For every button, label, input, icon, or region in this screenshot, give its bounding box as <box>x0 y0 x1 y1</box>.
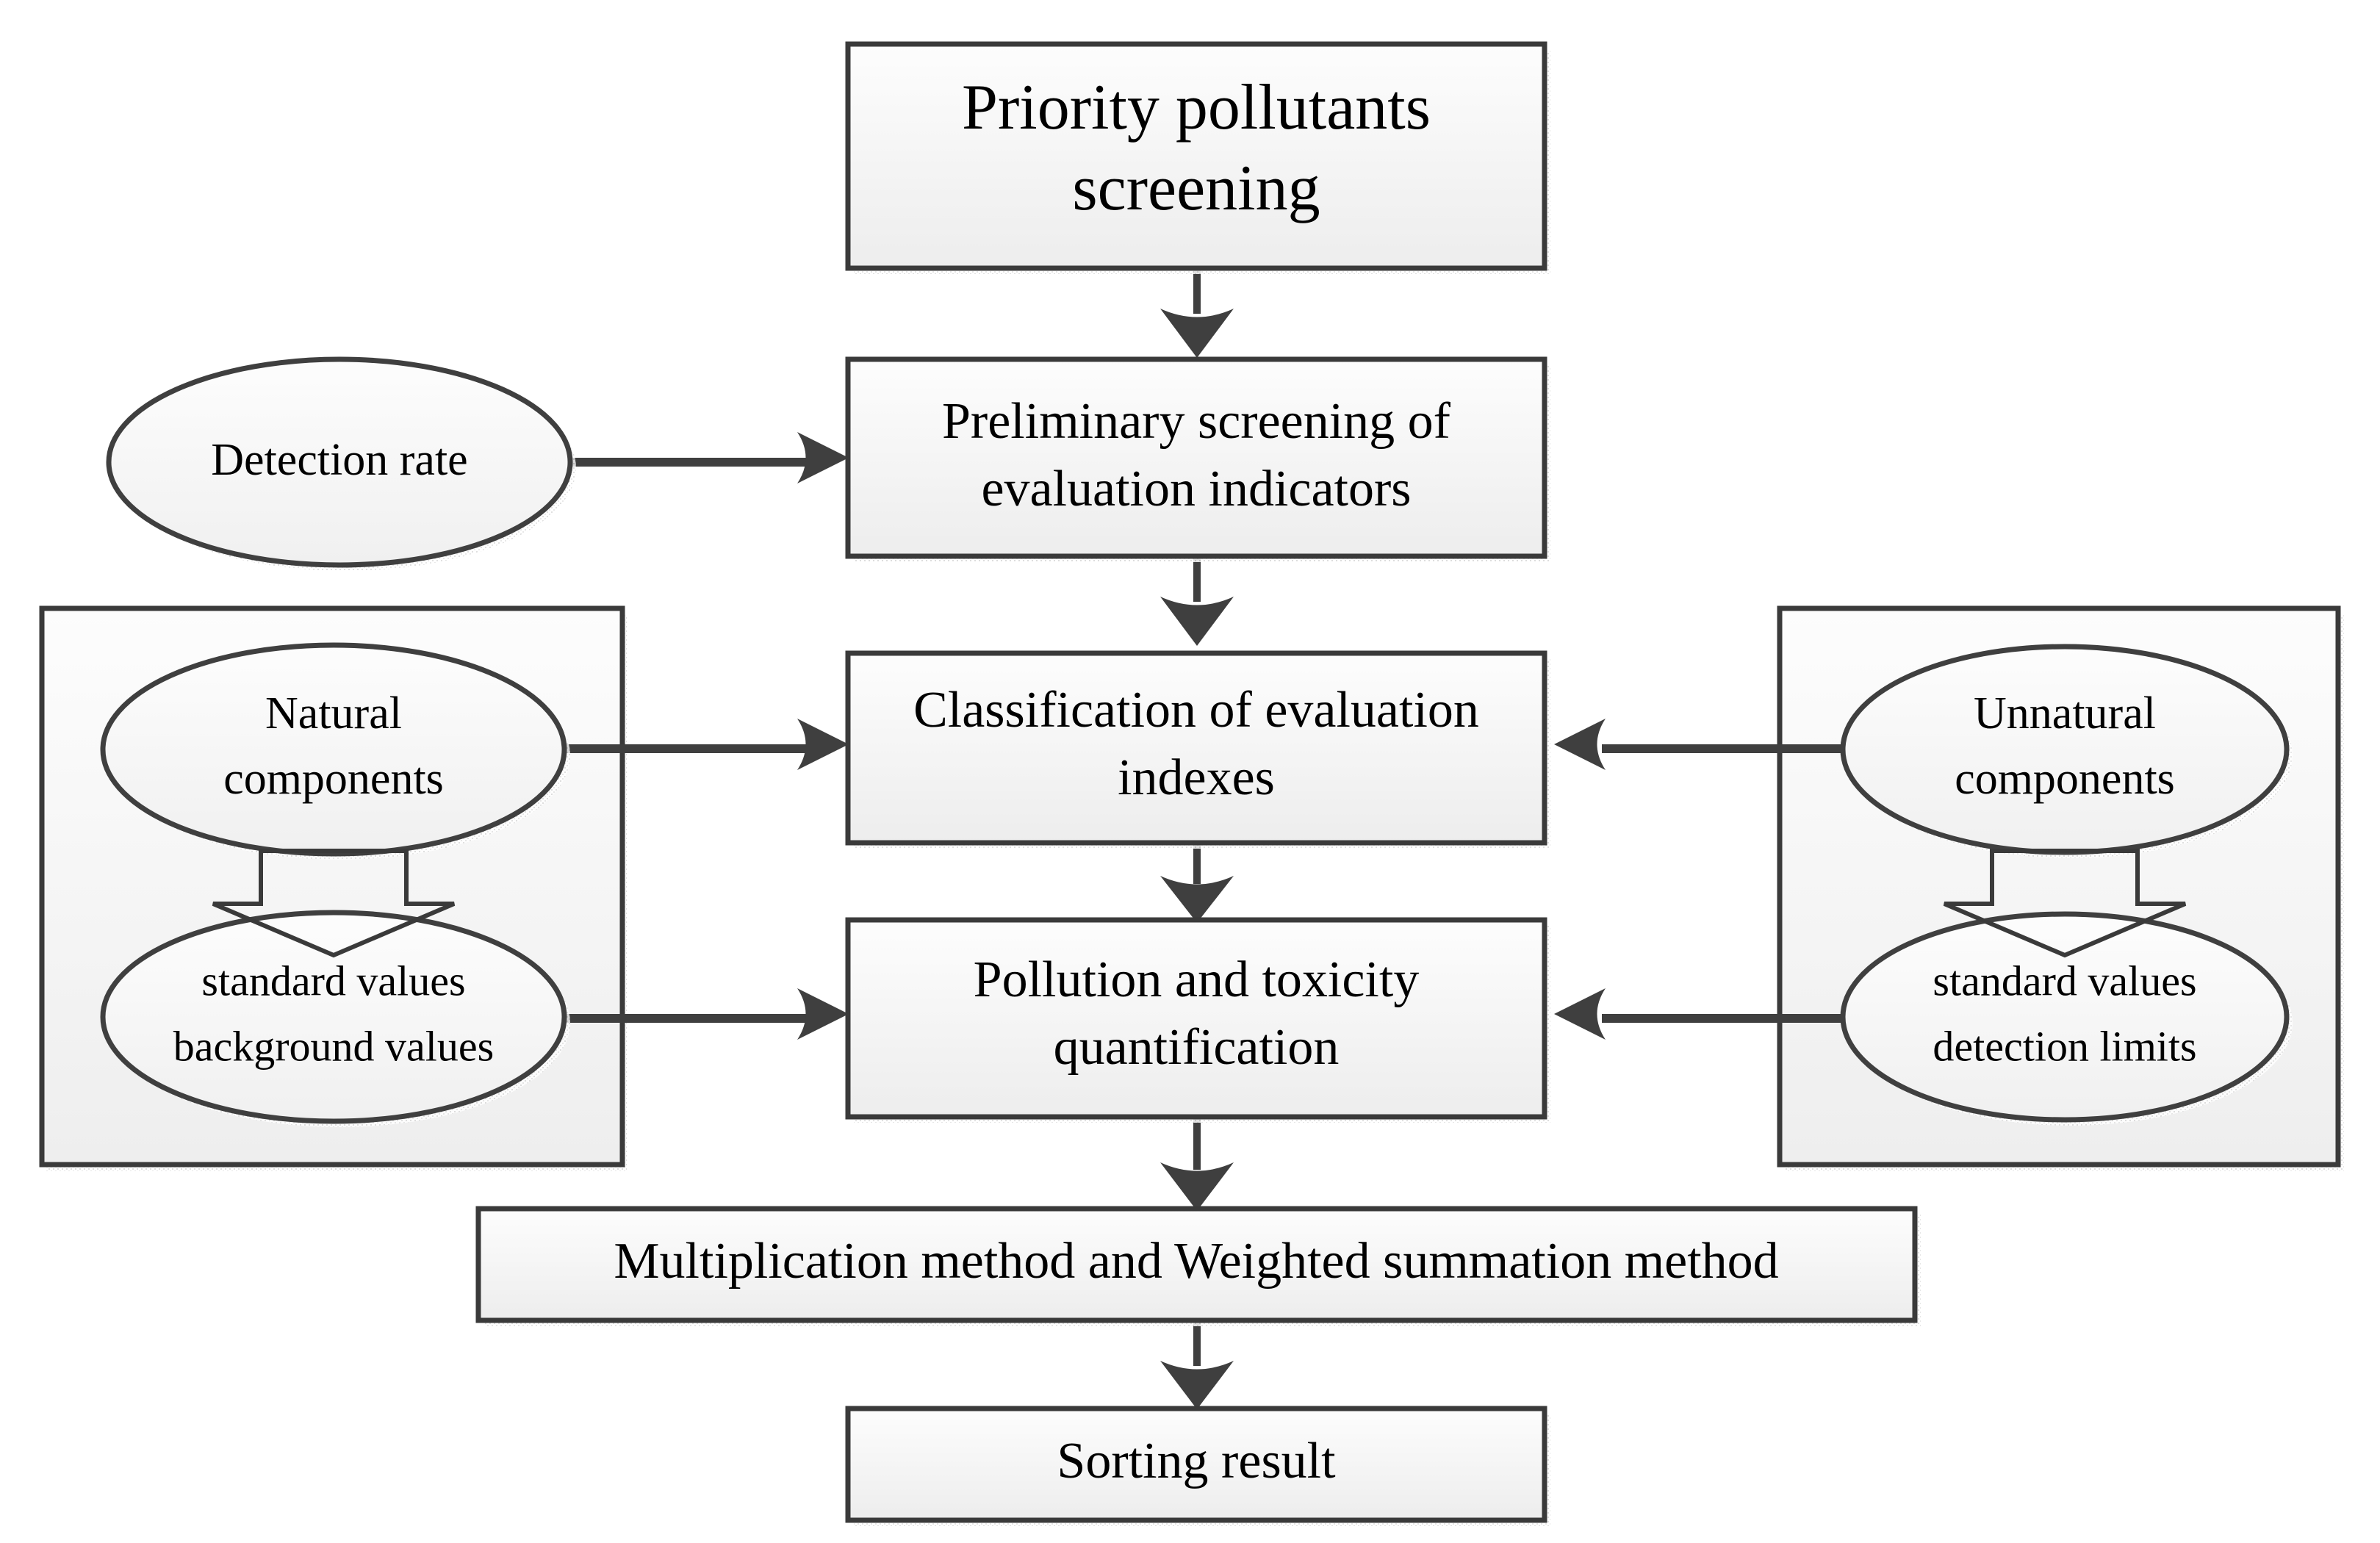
node-classification-label-line2: indexes <box>1118 749 1275 806</box>
node-unnatural-components-label-line2: components <box>1955 754 2175 804</box>
arrow-methods-to-sorting <box>1160 1320 1234 1409</box>
arrow-unnatural-values-to-quantification <box>1554 988 1844 1040</box>
node-quantification-label-line2: quantification <box>1054 1019 1340 1076</box>
node-preliminary-label-line1: Preliminary screening of <box>942 393 1451 450</box>
arrow-unnatural-components-to-classification <box>1554 719 1844 770</box>
node-natural-values-label-line2: background values <box>173 1022 494 1070</box>
node-preliminary-label-line2: evaluation indicators <box>981 461 1411 517</box>
node-natural-components-label-line2: components <box>223 754 444 804</box>
node-pollution-toxicity-quantification[interactable]: Pollution and toxicity quantification <box>845 917 1550 1123</box>
node-quantification-label-line1: Pollution and toxicity <box>974 952 1420 1008</box>
node-methods-label: Multiplication method and Weighted summa… <box>614 1233 1778 1290</box>
node-priority-label-line1: Priority pollutants <box>962 72 1431 143</box>
node-unnatural-values-label-line1: standard values <box>1933 957 2196 1004</box>
node-unnatural-values-label-line2: detection limits <box>1933 1022 2196 1070</box>
arrow-detection-rate-to-preliminary <box>558 432 849 483</box>
node-detection-rate-label: Detection rate <box>211 435 467 485</box>
node-unnatural-components-label-line1: Unnatural <box>1974 688 2156 738</box>
node-natural-components[interactable]: Natural components <box>100 642 570 860</box>
node-standard-detection-limits[interactable]: standard values detection limits <box>1840 911 2293 1126</box>
node-detection-rate[interactable]: Detection rate <box>106 356 576 571</box>
arrow-classification-to-quantification <box>1160 844 1234 923</box>
arrow-quantification-to-methods <box>1160 1117 1234 1211</box>
node-unnatural-components[interactable]: Unnatural components <box>1840 644 2293 858</box>
node-standard-background-values[interactable]: standard values background values <box>100 910 570 1127</box>
node-preliminary-screening[interactable]: Preliminary screening of evaluation indi… <box>845 356 1550 562</box>
block-arrow-unnatural-to-values <box>1943 849 2187 958</box>
node-natural-values-label-line1: standard values <box>201 957 465 1004</box>
node-classification-of-evaluation-indexes[interactable]: Classification of evaluation indexes <box>845 650 1550 849</box>
block-arrow-natural-to-values <box>212 849 456 958</box>
node-priority-label-line2: screening <box>1072 153 1320 224</box>
node-multiplication-weighted-summation[interactable]: Multiplication method and Weighted summa… <box>475 1206 1921 1326</box>
arrow-preliminary-to-classification <box>1160 556 1234 646</box>
arrow-natural-values-to-quantification <box>558 988 849 1040</box>
node-sorting-result-label: Sorting result <box>1057 1433 1336 1489</box>
node-sorting-result[interactable]: Sorting result <box>845 1406 1550 1526</box>
node-classification-label-line1: Classification of evaluation <box>913 682 1479 738</box>
arrow-natural-components-to-classification <box>558 719 849 770</box>
node-priority-pollutants-screening[interactable]: Priority pollutants screening <box>845 41 1550 274</box>
arrow-priority-to-preliminary <box>1160 268 1234 358</box>
node-natural-components-label-line1: Natural <box>265 688 402 738</box>
